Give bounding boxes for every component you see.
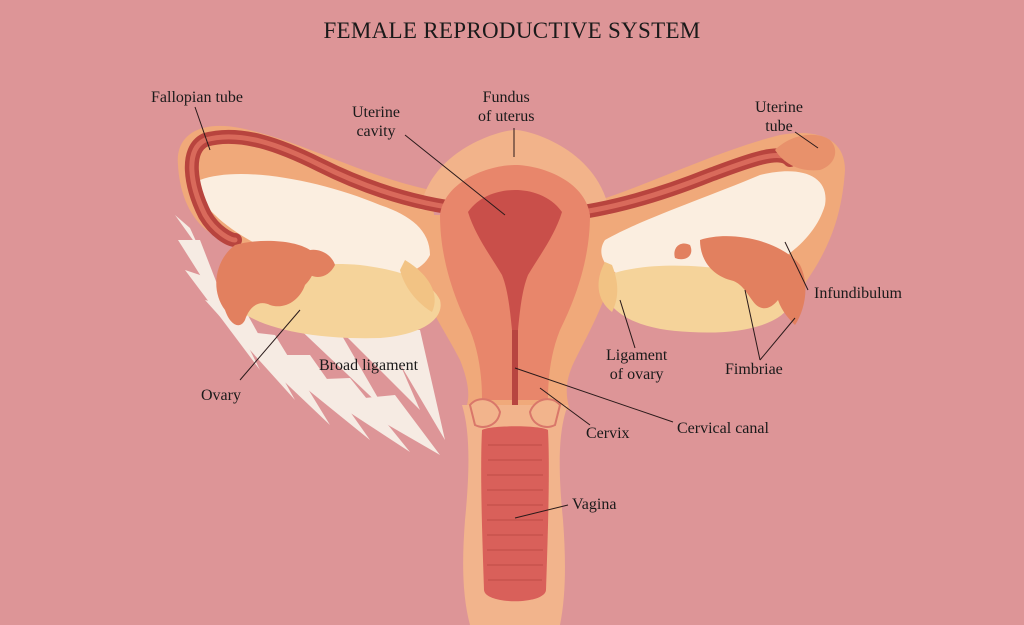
uterine-tube-end [775, 134, 836, 171]
uterine-cavity-shape [468, 190, 562, 330]
leader-ovary [239, 309, 301, 381]
leader-ligament-ovary [619, 299, 636, 349]
label-infundibulum: Infundibulum [814, 285, 902, 302]
fallopian-tube-inner [189, 134, 793, 243]
label-fallopian-tube: Fallopian tube [151, 89, 243, 106]
broad-ligament-strands [175, 215, 445, 455]
leader-vagina [514, 504, 569, 519]
vagina-rugae [487, 444, 543, 581]
label-ligament-of-ovary: Ligament of ovary [606, 347, 668, 383]
label-fundus-of-uterus: Fundus of uterus [478, 89, 535, 125]
label-ovary: Ovary [201, 387, 241, 404]
leader-cervix [539, 387, 591, 426]
leader-fimbriae-1 [744, 289, 761, 361]
leader-uterine-tube [794, 131, 819, 149]
label-fimbriae: Fimbriae [725, 361, 783, 378]
leader-fimbriae-2 [759, 317, 796, 361]
fimbriae-right [674, 236, 806, 325]
leader-cervical-canal [514, 367, 674, 423]
leader-fallopian-tube [194, 106, 211, 151]
vagina-lining [481, 426, 549, 602]
diagram-title: FEMALE REPRODUCTIVE SYSTEM [323, 18, 701, 43]
label-uterine-tube: Uterine tube [755, 99, 803, 135]
fimbriae-left [216, 240, 335, 326]
label-broad-ligament: Broad ligament [319, 357, 419, 374]
cervix-shape [468, 398, 562, 428]
leader-infundibulum [784, 241, 809, 291]
leader-lines [194, 106, 819, 519]
label-vagina: Vagina [572, 496, 617, 513]
label-cervical-canal: Cervical canal [677, 420, 769, 437]
ligament-ridges [400, 260, 618, 312]
leader-uterine-cavity [404, 134, 506, 216]
label-uterine-cavity: Uterine cavity [352, 104, 400, 140]
label-cervix: Cervix [586, 425, 630, 442]
